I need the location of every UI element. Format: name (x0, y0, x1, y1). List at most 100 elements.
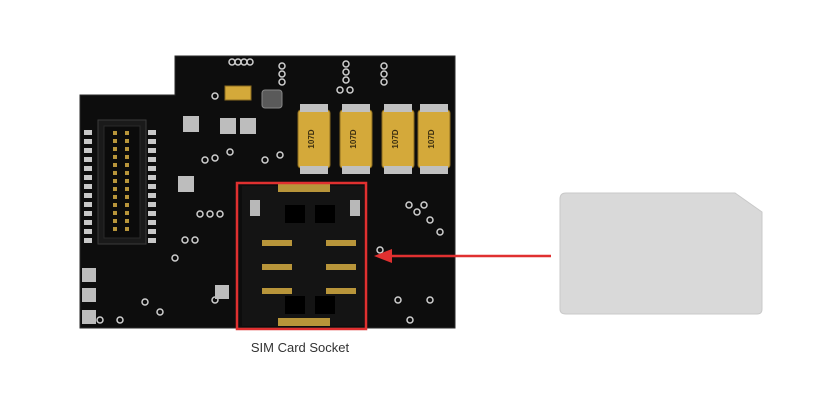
connector-pin (113, 219, 117, 223)
sim-contact (326, 240, 356, 246)
sim-contact (262, 264, 292, 270)
tantalum-capacitor: 107D (381, 104, 415, 174)
tantalum-capacitor: 107D (297, 104, 331, 174)
pad-square (220, 118, 236, 134)
connector-pin (125, 131, 129, 135)
via (380, 62, 388, 70)
via (278, 70, 286, 78)
via (206, 210, 214, 218)
edge-pad (148, 229, 156, 234)
via (376, 246, 384, 254)
edge-pad (148, 238, 156, 243)
pad-square (82, 268, 96, 282)
via (436, 228, 444, 236)
via (380, 70, 388, 78)
edge-pad (148, 211, 156, 216)
pad-square (178, 176, 194, 192)
connector-pin (125, 203, 129, 207)
capacitor-label: 107D (391, 129, 400, 148)
edge-pad (148, 202, 156, 207)
edge-pad (84, 175, 92, 180)
connector-pin (125, 211, 129, 215)
edge-pad (148, 220, 156, 225)
connector-pin (113, 187, 117, 191)
via (426, 216, 434, 224)
connector-pin (113, 147, 117, 151)
via (246, 58, 254, 66)
via (156, 308, 164, 316)
edge-pad (148, 193, 156, 198)
connector-pin (125, 195, 129, 199)
connector-pins (113, 131, 129, 231)
tantalum-capacitors: 107D 107D 107D 107D (297, 104, 451, 174)
capacitor-label: 107D (349, 129, 358, 148)
edge-pad (84, 139, 92, 144)
circuit-board: 107D 107D 107D 107D (79, 55, 456, 331)
via (261, 156, 269, 164)
via (196, 210, 204, 218)
pad-square (82, 310, 96, 324)
edge-pad (148, 148, 156, 153)
small-capacitor (224, 85, 252, 101)
via (116, 316, 124, 324)
connector-pin (125, 171, 129, 175)
connector-pin (125, 227, 129, 231)
sim-contact (262, 288, 292, 294)
edge-pad (148, 157, 156, 162)
sim-card (559, 192, 763, 315)
via (394, 296, 402, 304)
edge-pad (84, 220, 92, 225)
sim-contact (326, 264, 356, 270)
connector-pin (113, 203, 117, 207)
connector-pin (113, 155, 117, 159)
connector-pin (113, 211, 117, 215)
connector-pin (113, 131, 117, 135)
via (420, 201, 428, 209)
edge-pad (84, 184, 92, 189)
connector-pin (125, 155, 129, 159)
connector-pin (125, 163, 129, 167)
pad-square (183, 116, 199, 132)
connector-pin (125, 179, 129, 183)
via (342, 76, 350, 84)
inductor (261, 89, 283, 109)
edge-pad (84, 157, 92, 162)
tantalum-capacitor: 107D (339, 104, 373, 174)
sim-contact (262, 240, 292, 246)
edge-pad (84, 166, 92, 171)
connector-pin (113, 195, 117, 199)
insertion-arrow (374, 249, 551, 263)
via (342, 68, 350, 76)
via (141, 298, 149, 306)
pad-square (82, 288, 96, 302)
sim-contact (326, 288, 356, 294)
sim-socket-highlight (235, 181, 368, 331)
via (216, 210, 224, 218)
via (211, 92, 219, 100)
via (336, 86, 344, 94)
edge-pad (148, 130, 156, 135)
connector-pin (113, 179, 117, 183)
capacitor-label: 107D (427, 129, 436, 148)
pad-square (240, 118, 256, 134)
connector-pin (113, 139, 117, 143)
connector-pin (125, 219, 129, 223)
connector-pin (113, 227, 117, 231)
left-edge-pads (84, 130, 156, 243)
connector-pin (113, 163, 117, 167)
edge-pad (84, 202, 92, 207)
edge-pad (84, 238, 92, 243)
edge-pad (84, 193, 92, 198)
edge-pad (84, 229, 92, 234)
edge-pad (148, 139, 156, 144)
via (278, 62, 286, 70)
header-connector (97, 119, 147, 245)
via (413, 208, 421, 216)
via (405, 201, 413, 209)
sim-contacts (262, 240, 356, 294)
via (191, 236, 199, 244)
via (96, 316, 104, 324)
via (406, 316, 414, 324)
sim-card-socket (242, 184, 364, 326)
